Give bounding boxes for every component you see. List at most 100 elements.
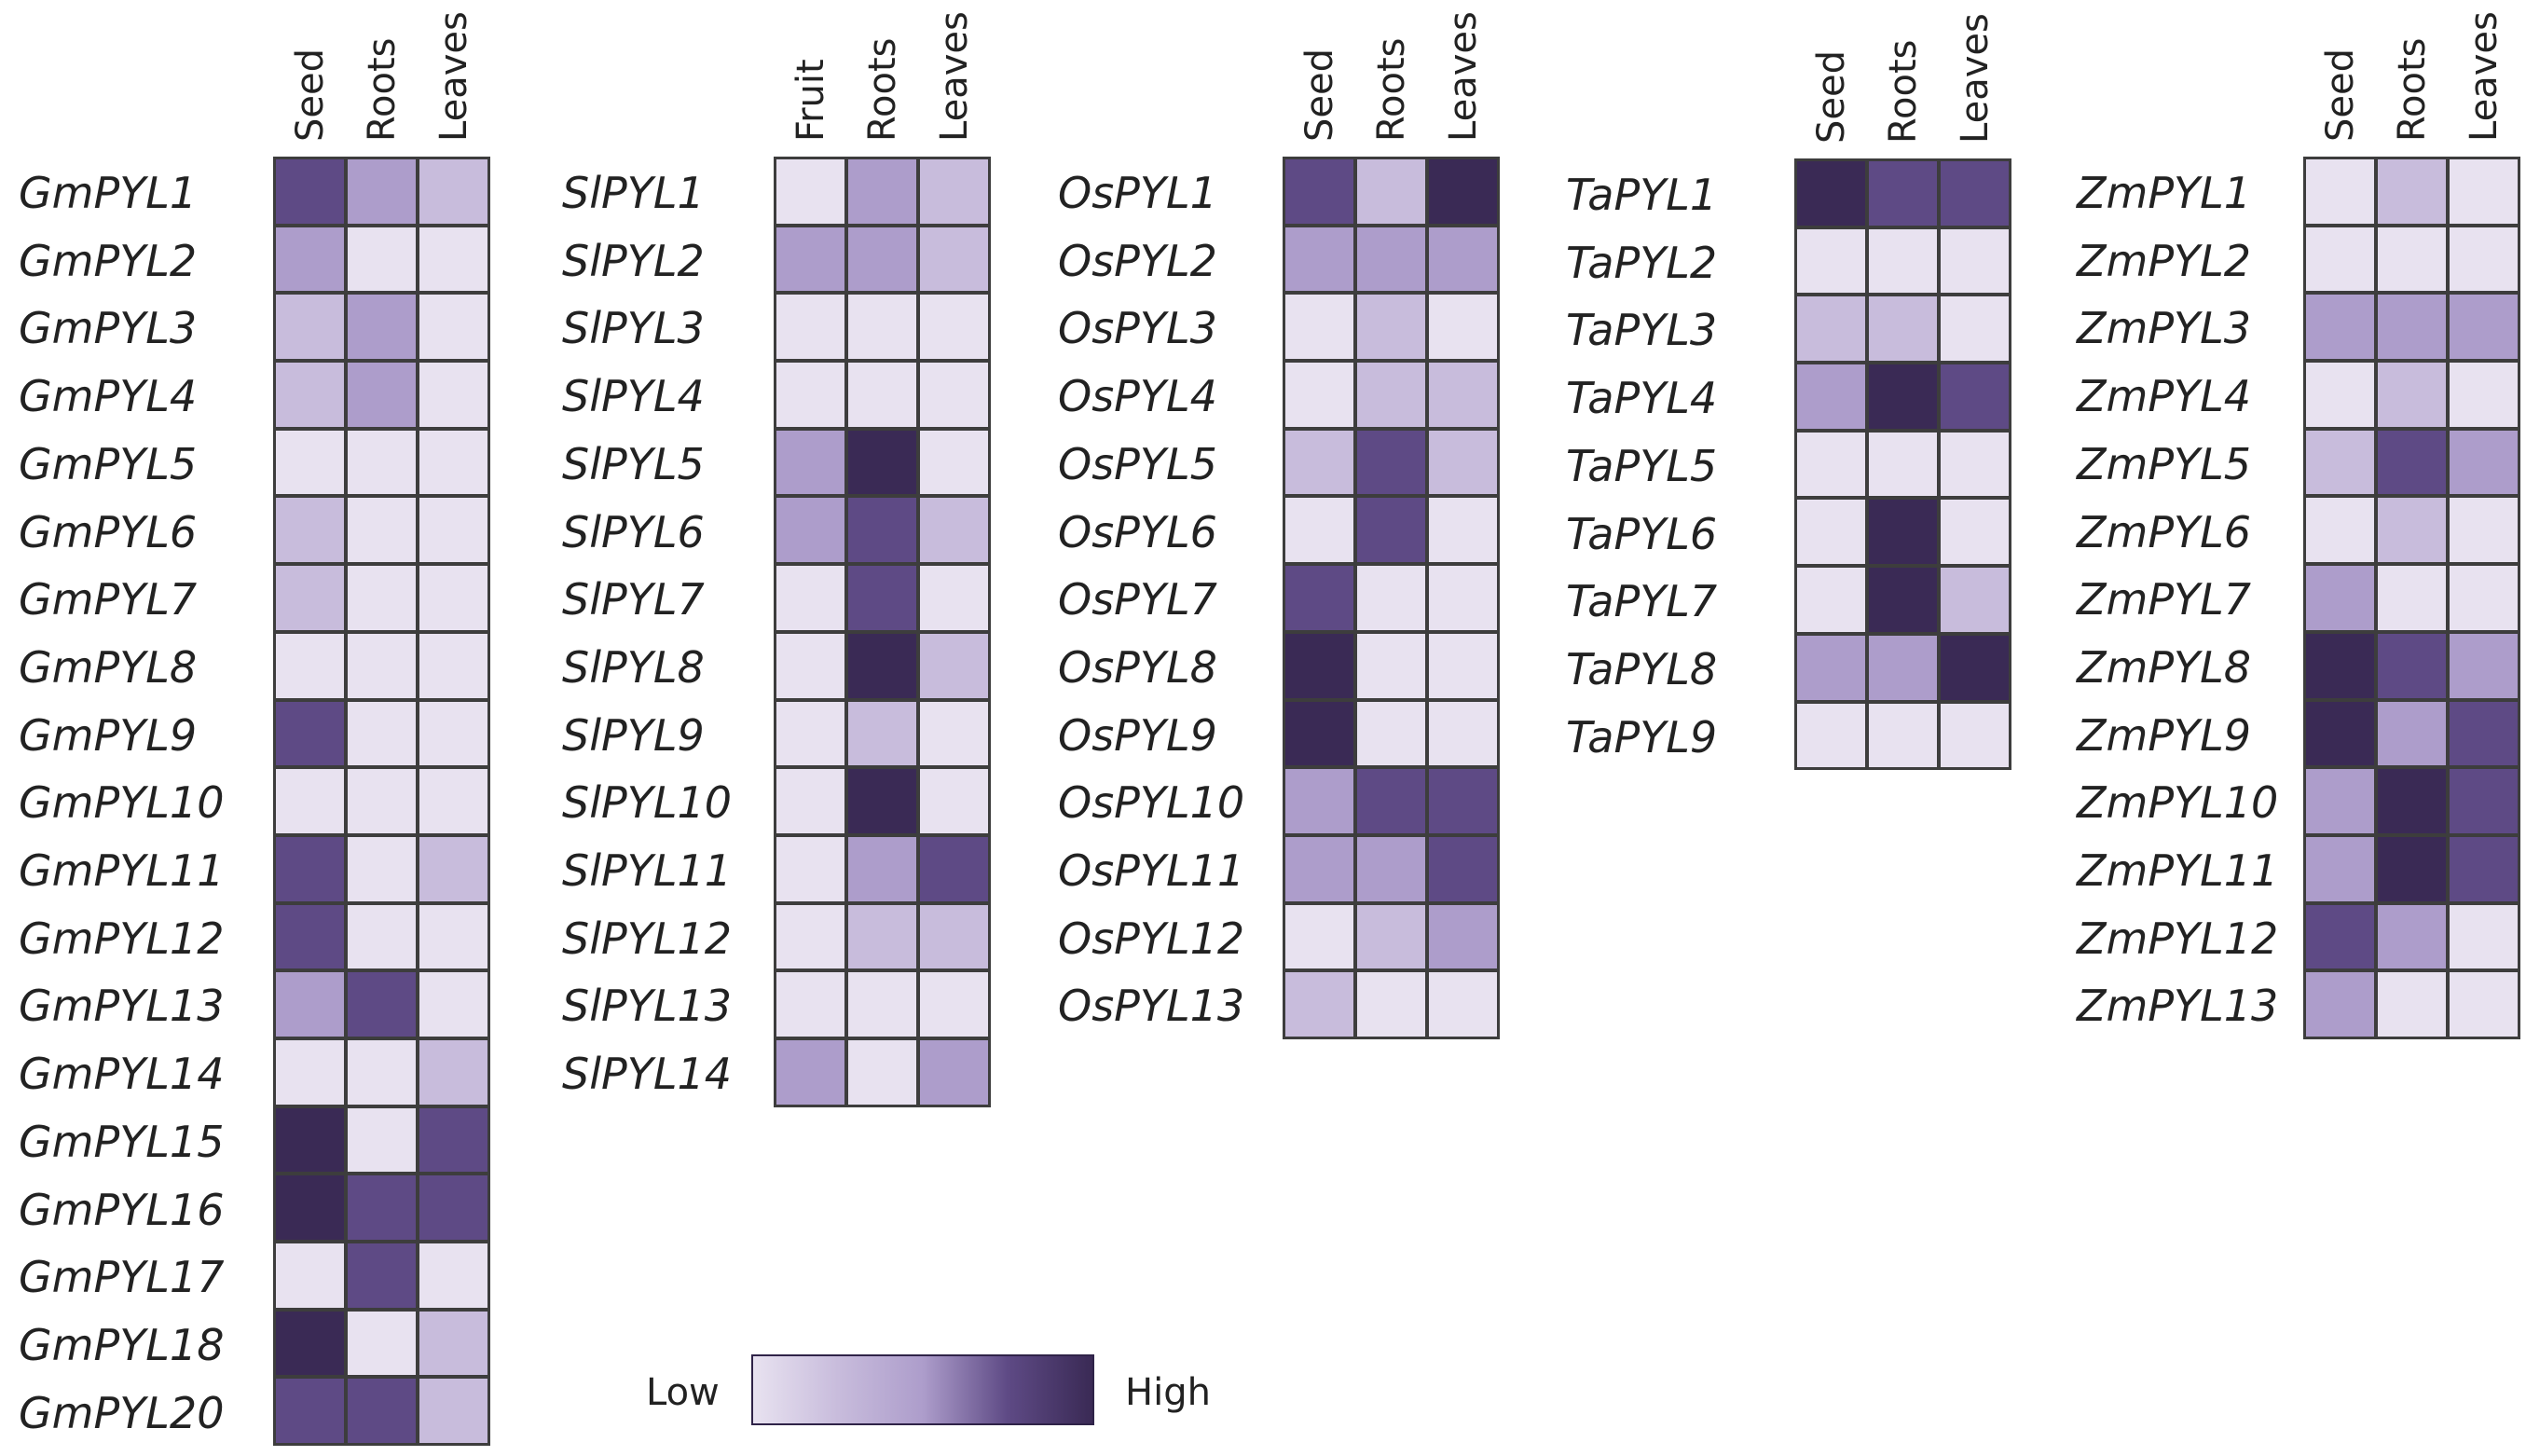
heatmap-cell [920,972,988,1037]
column-header: Roots [360,37,404,142]
gene-label: OsPYL3 [1058,303,1217,354]
heatmap-cell [1941,703,2009,768]
heatmap-cell [2450,363,2518,427]
heatmap-cell [2450,227,2518,292]
heatmap-cell [2450,633,2518,698]
gene-label: OsPYL1 [1058,168,1217,218]
heatmap-cell [920,769,988,833]
heatmap-cell [419,1379,487,1444]
gene-label: ZmPYL13 [2077,981,2279,1032]
heatmap-cell [1797,500,1865,565]
gene-label: ZmPYL7 [2077,574,2252,625]
gene-label: ZmPYL12 [2077,913,2279,964]
gene-label: GmPYL12 [19,913,225,964]
gene-label: SlPYL1 [562,168,705,218]
heatmap-cell [776,430,844,495]
heatmap-cell [920,701,988,766]
column-header: Leaves [932,11,976,142]
column-header: Leaves [1953,13,1997,144]
heatmap-cell [2306,498,2374,563]
heatmap-cell [1797,161,1865,226]
heatmap-cell [1797,703,1865,768]
gene-label: TaPYL2 [1566,237,1718,288]
gene-label: TaPYL8 [1566,643,1718,694]
heatmap-cell [1357,904,1425,969]
heatmap-cell [276,363,344,427]
heatmap-cell [1429,769,1497,833]
gene-label: SlPYL5 [562,438,705,489]
heatmap-cell [419,498,487,563]
heatmap-cell [1285,633,1353,698]
heatmap-cell [2378,430,2446,495]
heatmap-cell [348,904,416,969]
column-header: Seed [288,48,332,142]
gene-label: TaPYL6 [1566,508,1718,559]
column-header: Leaves [432,11,475,142]
heatmap-cell [419,566,487,630]
heatmap-cell [1429,430,1497,495]
column-header: Roots [1881,39,1925,144]
heatmap-cell [776,972,844,1037]
heatmap-cell [276,1243,344,1308]
heatmap-cell [1941,161,2009,226]
column-header: Seed [1809,50,1853,144]
heatmap-cell [2306,159,2374,224]
gene-label: ZmPYL2 [2077,235,2252,286]
heatmap-cell [1941,432,2009,497]
column-header: Leaves [2462,11,2505,142]
heatmap-cell [1285,972,1353,1037]
gene-label: OsPYL7 [1058,574,1217,625]
heatmap-cell [276,769,344,833]
heatmap-cell [419,1175,487,1240]
heatmap-cell [776,904,844,969]
gene-label: GmPYL4 [19,371,198,422]
gene-label: GmPYL1 [19,168,198,218]
gene-label: GmPYL16 [19,1184,225,1235]
heatmap-cell [848,430,916,495]
heatmap-cell [1869,364,1937,429]
heatmap-cell [1797,228,1865,294]
column-header: Fruit [789,59,832,142]
heatmap-cell [419,769,487,833]
heatmap-cell [2378,363,2446,427]
heatmap-cell [776,363,844,427]
heatmap-cell [2450,904,2518,969]
gene-label: GmPYL7 [19,574,198,625]
heatmap-cell [2378,159,2446,224]
gene-label: SlPYL12 [562,913,732,964]
heatmap-cell [419,633,487,698]
heatmap-grid [273,157,490,1447]
heatmap-cell [1797,568,1865,632]
heatmap-cell [276,1107,344,1173]
column-header: Roots [2390,37,2434,142]
heatmap-cell [1869,635,1937,700]
gene-label: ZmPYL6 [2077,506,2252,557]
column-header: Roots [1369,37,1413,142]
gene-label: GmPYL2 [19,235,198,286]
heatmap-cell [920,633,988,698]
gene-label: OsPYL10 [1058,777,1245,829]
heatmap-cell [1285,430,1353,495]
gene-label: SlPYL10 [562,777,732,829]
gene-label: OsPYL2 [1058,235,1217,286]
heatmap-cell [1941,500,2009,565]
heatmap-cell [920,836,988,901]
heatmap-cell [1797,296,1865,362]
heatmap-cell [1869,703,1937,768]
gene-label: GmPYL13 [19,981,225,1032]
gene-label: GmPYL15 [19,1116,225,1167]
heatmap-cell [1869,296,1937,362]
gene-label: TaPYL7 [1566,576,1718,627]
heatmap-cell [2306,972,2374,1037]
heatmap-cell [1357,701,1425,766]
heatmap-cell [1869,500,1937,565]
heatmap-cell [348,1379,416,1444]
gene-label: TaPYL3 [1566,305,1718,356]
gene-label: GmPYL10 [19,777,225,829]
heatmap-cell [276,633,344,698]
heatmap-cell [1285,904,1353,969]
heatmap-cell [1357,295,1425,360]
heatmap-cell [1357,159,1425,224]
gene-label: ZmPYL8 [2077,641,2252,693]
